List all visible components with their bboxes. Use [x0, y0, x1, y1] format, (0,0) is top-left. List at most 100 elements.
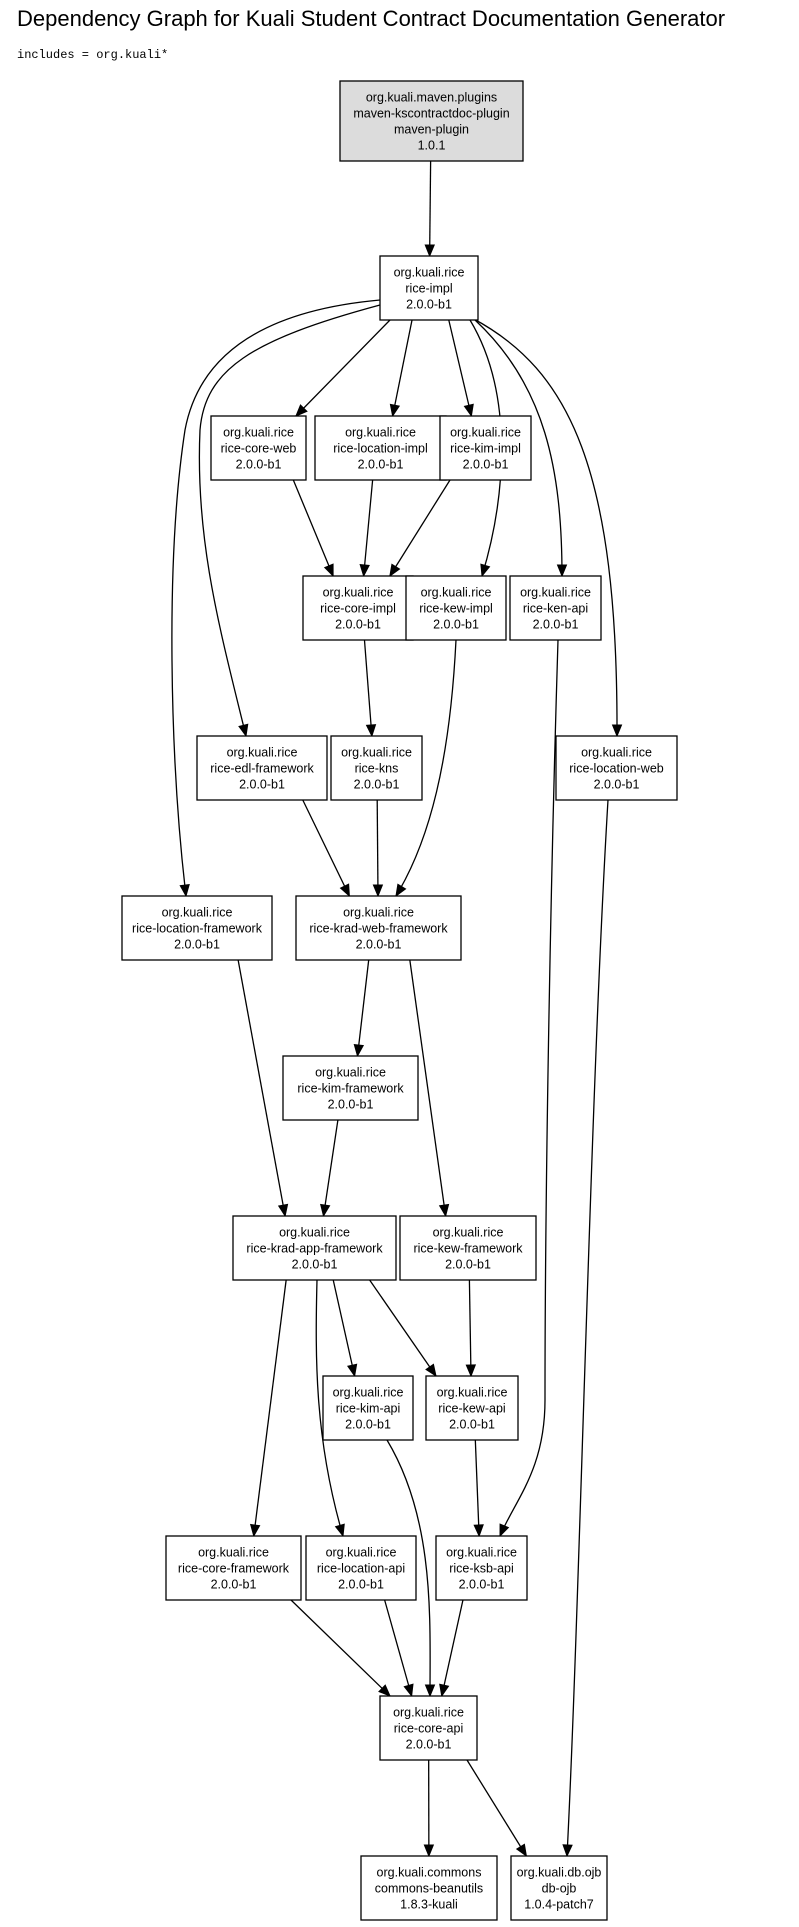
node-box — [399, 1215, 537, 1281]
edge-rice-edl-framework-to-rice-krad-web-framework — [302, 799, 350, 898]
node-artifact-id: rice-core-framework — [178, 1562, 290, 1576]
node-version: 2.0.0-b1 — [594, 778, 640, 792]
edge-rice-ken-api-to-rice-ksb-api — [499, 639, 559, 1538]
edge-rice-krad-app-framework-to-rice-core-framework — [249, 1279, 287, 1538]
node-box — [121, 895, 273, 961]
node-group-id: org.kuali.rice — [343, 906, 414, 920]
edge-arrowhead — [277, 1203, 289, 1218]
edge-rice-krad-app-framework-to-rice-kim-api — [332, 1279, 358, 1378]
edge-line — [386, 1439, 431, 1697]
edge-rice-core-api-to-db-ojb — [466, 1759, 528, 1858]
nodes-layer: org.kuali.maven.plugins maven-kscontractd… — [121, 80, 678, 1921]
edge-arrowhead — [372, 884, 384, 898]
node-version: 1.8.3-kuali — [400, 1898, 458, 1912]
node-artifact-id: rice-edl-framework — [210, 762, 314, 776]
edge-rice-core-api-to-commons-beanutils — [423, 1759, 435, 1858]
edge-line — [253, 1279, 287, 1537]
node-version: 2.0.0-b1 — [445, 1258, 491, 1272]
node-root: org.kuali.maven.plugins maven-kscontractd… — [339, 80, 524, 162]
includes-filter-text: includes = org.kuali* — [17, 48, 169, 62]
node-box — [405, 575, 507, 641]
edge-root-to-rice-impl — [424, 160, 435, 258]
edge-line — [322, 1119, 339, 1217]
edge-line — [466, 1759, 527, 1857]
edge-line — [395, 639, 457, 897]
edge-line — [441, 1599, 464, 1697]
edge-line — [290, 1599, 391, 1697]
node-artifact-id: rice-krad-app-framework — [246, 1242, 383, 1256]
node-box — [509, 575, 602, 641]
edge-arrowhead — [359, 564, 370, 578]
edge-rice-location-impl-to-rice-core-impl — [359, 479, 374, 578]
edge-line — [295, 319, 391, 417]
node-group-id: org.kuali.rice — [446, 1546, 517, 1560]
node-group-id: org.kuali.maven.plugins — [366, 91, 497, 105]
edge-rice-krad-web-framework-to-rice-kim-framework — [353, 959, 370, 1058]
node-version: 2.0.0-b1 — [328, 1098, 374, 1112]
edge-arrowhead — [389, 563, 401, 578]
node-rice-location-framework: org.kuali.ricerice-location-framework2.0… — [121, 895, 273, 961]
node-rice-krad-app-framework: org.kuali.ricerice-krad-app-framework2.0… — [232, 1215, 397, 1281]
edge-rice-impl-to-rice-core-web — [295, 319, 391, 417]
node-artifact-id: rice-kim-impl — [450, 442, 521, 456]
node-box — [196, 735, 328, 801]
page-title: Dependency Graph for Kuali Student Contr… — [17, 6, 726, 31]
node-box — [360, 1855, 498, 1921]
node-group-id: org.kuali.rice — [315, 1066, 386, 1080]
node-artifact-id: maven-kscontractdoc-plugin — [353, 107, 509, 121]
edge-rice-location-api-to-rice-core-api — [383, 1599, 414, 1698]
edge-line — [471, 317, 618, 737]
node-group-id: org.kuali.rice — [198, 1546, 269, 1560]
edge-line — [566, 799, 609, 1857]
node-version: 2.0.0-b1 — [236, 458, 282, 472]
edge-arrowhead — [425, 1363, 437, 1378]
edge-rice-kew-framework-to-rice-kew-api — [465, 1279, 477, 1378]
node-box — [379, 1695, 478, 1761]
node-group-id: org.kuali.rice — [323, 586, 394, 600]
edge-line — [389, 479, 451, 577]
edge-arrowhead — [395, 883, 407, 898]
node-version: 2.0.0-b1 — [174, 938, 220, 952]
node-artifact-id: rice-kim-framework — [297, 1082, 404, 1096]
node-version: 2.0.0-b1 — [356, 938, 402, 952]
edge-line — [315, 1279, 344, 1537]
node-box — [305, 1535, 417, 1601]
edge-line — [362, 479, 374, 577]
edge-arrowhead — [424, 244, 435, 258]
node-group-id: org.kuali.rice — [326, 1546, 397, 1560]
edge-line — [363, 639, 373, 737]
node-version: 2.0.0-b1 — [211, 1578, 257, 1592]
edge-rice-core-web-to-rice-core-impl — [292, 479, 334, 578]
edge-line — [332, 1279, 356, 1377]
edge-line — [369, 1279, 437, 1377]
node-box — [282, 1055, 419, 1121]
edge-arrowhead — [473, 1524, 484, 1538]
edges-layer — [171, 160, 623, 1858]
edge-arrowhead — [249, 1523, 261, 1538]
edge-line — [474, 319, 563, 577]
edge-rice-location-web-to-db-ojb — [562, 799, 609, 1858]
edge-rice-location-framework-to-rice-krad-app-framework — [237, 959, 289, 1218]
node-box — [165, 1535, 302, 1601]
node-version: 2.0.0-b1 — [463, 458, 509, 472]
edge-rice-kim-framework-to-rice-krad-app-framework — [320, 1119, 339, 1218]
node-artifact-id: db-ojb — [542, 1882, 577, 1896]
node-artifact-id: commons-beanutils — [375, 1882, 483, 1896]
edge-rice-impl-to-rice-location-web — [471, 317, 623, 738]
node-artifact-id: rice-core-impl — [320, 602, 396, 616]
edge-arrowhead — [238, 723, 249, 738]
node-box — [435, 1535, 528, 1601]
node-version: 1.0.4-patch7 — [524, 1898, 594, 1912]
edge-rice-impl-to-rice-location-framework — [171, 299, 381, 898]
edge-arrowhead — [353, 1043, 365, 1058]
edge-rice-ksb-api-to-rice-core-api — [439, 1599, 464, 1698]
node-rice-core-framework: org.kuali.rice rice-core-framework 2.0.0-b… — [165, 1535, 302, 1601]
